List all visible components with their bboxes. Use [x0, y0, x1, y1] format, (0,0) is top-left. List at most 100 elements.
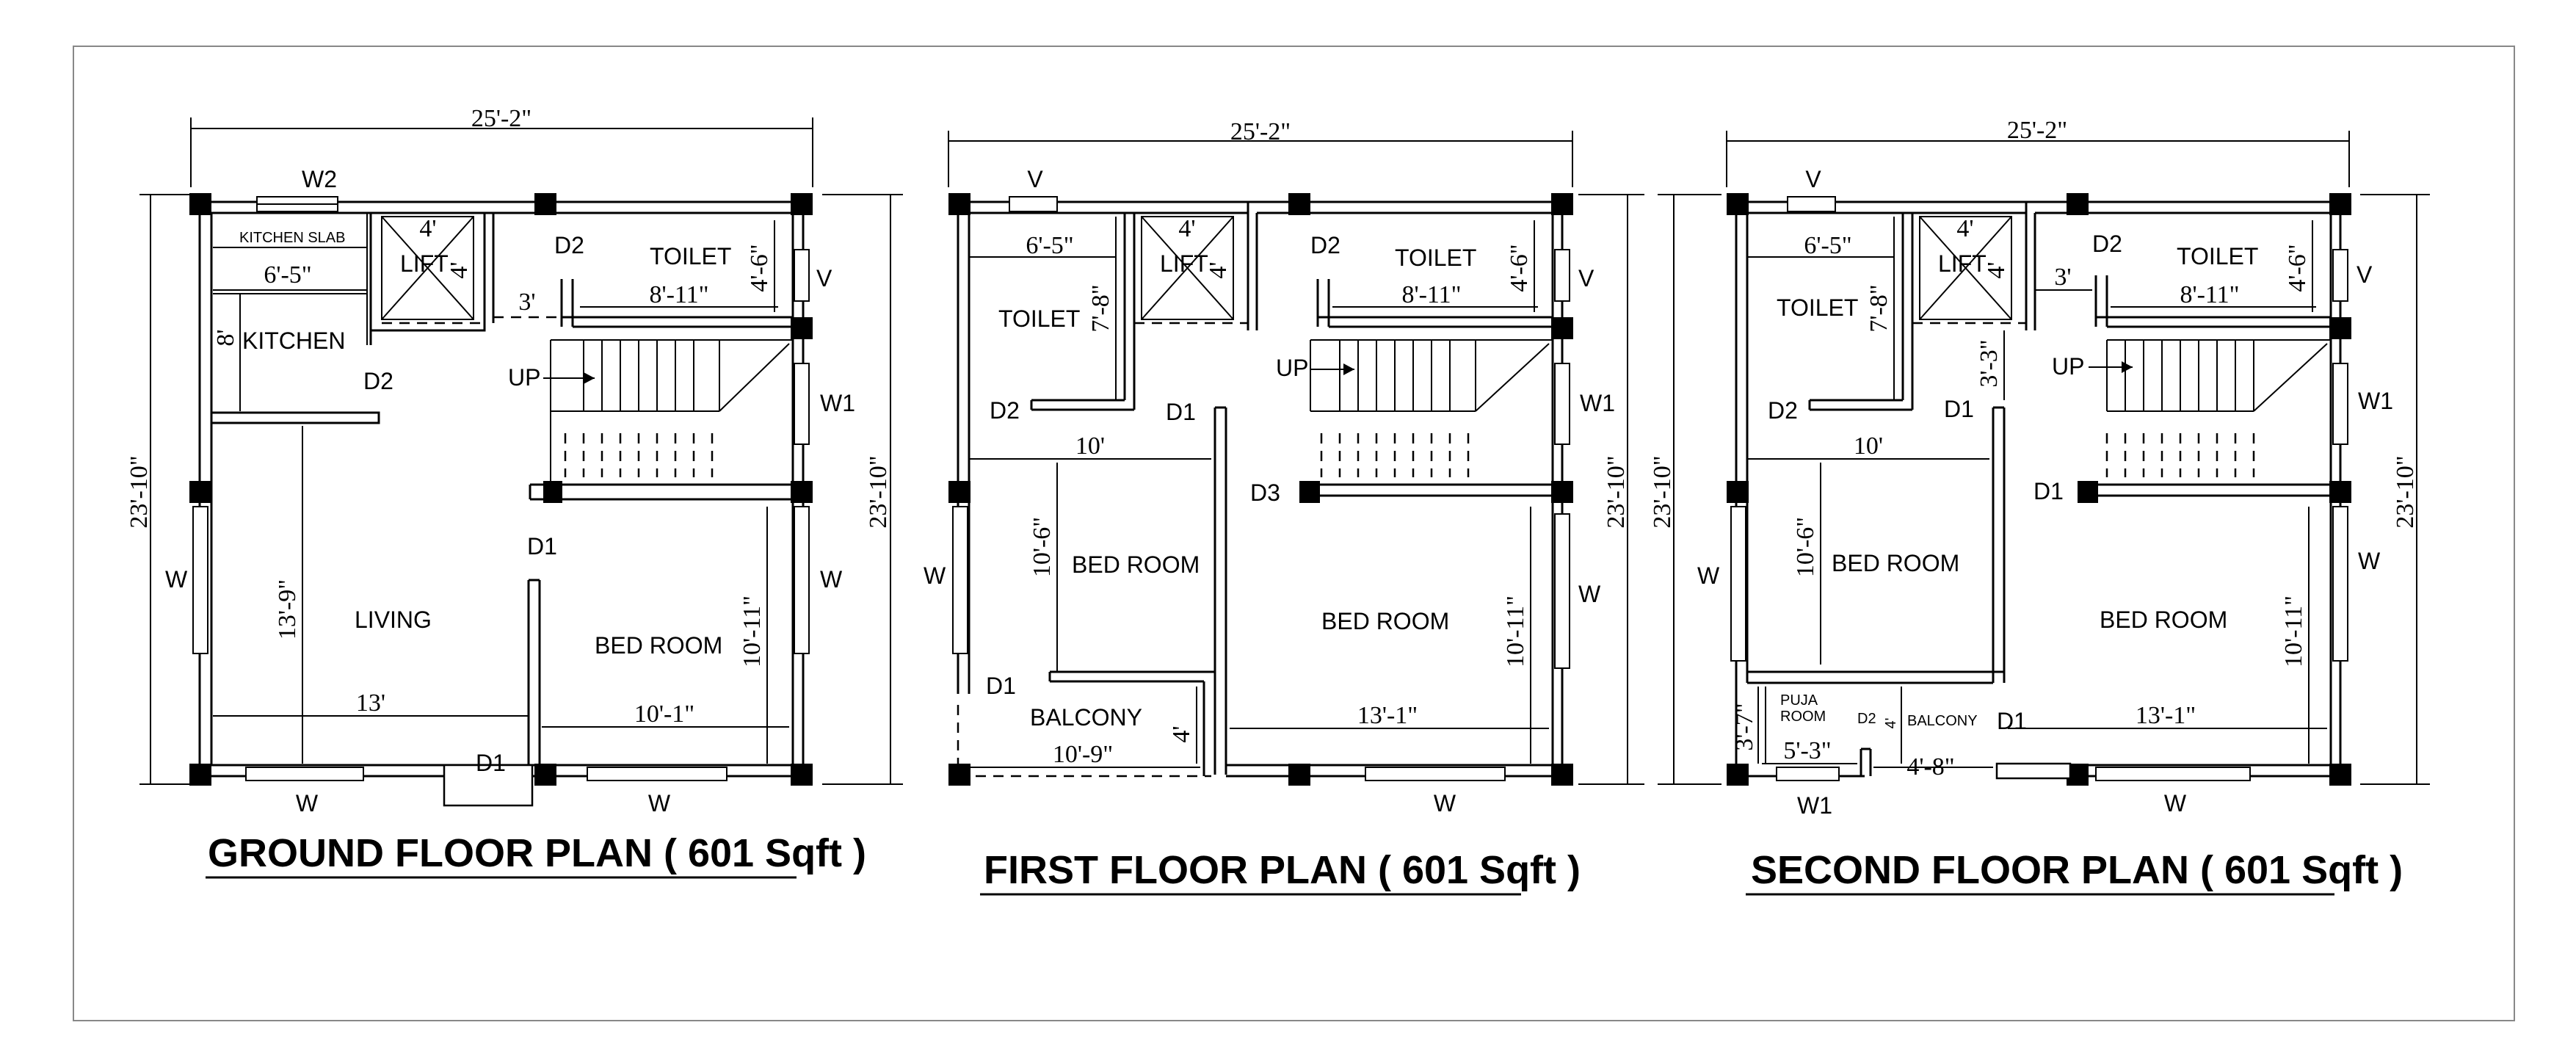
second-window-v-top: V [1805, 166, 1821, 192]
second-floor-plan: 25'-2" 23'-10" 23'-10" [1649, 117, 2430, 896]
second-dim-7-8: 7'-8" [1865, 284, 1893, 332]
second-dim-10-6: 10'-6" [1792, 517, 1819, 577]
second-dim-8-11: 8'-11" [2180, 281, 2239, 308]
first-dim-10: 10' [1075, 432, 1105, 460]
first-door-d1-bedroom-left: D1 [1166, 399, 1196, 425]
second-dim-13-1: 13'-1" [2136, 702, 2196, 729]
first-dim-10-6: 10'-6" [1028, 517, 1056, 577]
first-window-w1: W1 [1580, 390, 1615, 416]
first-dim-4: 4' [1168, 725, 1195, 742]
second-floor-title: SECOND FLOOR PLAN ( 601 Sqft ) [1751, 848, 2403, 892]
ground-floor-plan: 25'-2" 23'-10" 23'-10" W2 KITCH [126, 105, 903, 879]
second-door-d1-balcony: D1 [1997, 708, 2027, 734]
second-stair-up: UP [2052, 353, 2084, 380]
second-window-w-left: W [1697, 562, 1720, 589]
second-dim-3-7: 3'-7" [1731, 703, 1758, 750]
second-dim-4-8: 4'-8" [1906, 753, 1954, 781]
ground-floor-title: GROUND FLOOR PLAN ( 601 Sqft ) [208, 831, 866, 875]
second-window-w-bottom: W [2164, 790, 2187, 816]
first-height-dim-right: 23'-10" [1603, 455, 1630, 528]
ground-window-w-left: W [165, 566, 188, 593]
first-window-w-right: W [1578, 581, 1601, 607]
second-dim-10: 10' [1854, 432, 1883, 460]
lift-height-dim: 4' [446, 261, 473, 278]
second-lift-label: LIFT [1938, 250, 1987, 277]
first-lift-height-dim: 4' [1205, 261, 1232, 278]
second-height-dim-left: 23'-10" [1649, 455, 1676, 528]
ground-dim-10-1: 10'-1" [634, 700, 694, 728]
ground-window-w-bottom-left: W [296, 790, 319, 816]
ground-window-v: V [816, 265, 832, 291]
second-window-v-right: V [2357, 261, 2373, 288]
ground-window-w-bottom-right: W [648, 790, 671, 816]
ground-dim-6-5: 6'-5" [264, 261, 311, 289]
ground-height-dim-left: 23'-10" [126, 455, 153, 528]
sheet-border [73, 46, 2515, 1021]
first-toilet-left: TOILET [998, 305, 1080, 332]
second-window-w-right: W [2358, 548, 2381, 574]
first-door-d3: D3 [1250, 479, 1280, 506]
ground-dim-4-6: 4'-6" [746, 244, 773, 291]
first-dim-13-1: 13'-1" [1357, 702, 1418, 729]
ground-door-d2-toilet: D2 [554, 232, 584, 258]
first-lift-width-dim: 4' [1178, 215, 1195, 242]
ground-dim-13: 13' [356, 689, 385, 717]
first-window-w-left: W [924, 562, 946, 589]
lift-label: LIFT [400, 250, 449, 277]
ground-window-w1: W1 [820, 390, 855, 416]
ground-dim-13-9: 13'-9" [274, 579, 301, 640]
first-door-d2-toilet-right: D2 [1310, 232, 1340, 258]
kitchen-slab-label: KITCHEN SLAB [239, 230, 345, 246]
second-door-d1-bedroom-left: D1 [1944, 396, 1974, 422]
first-stair-up: UP [1276, 355, 1308, 381]
first-door-d1-balcony: D1 [986, 673, 1016, 699]
first-window-v-right: V [1578, 265, 1594, 291]
first-toilet-right: TOILET [1395, 245, 1476, 271]
second-bedroom-left: BED ROOM [1832, 550, 1959, 576]
ground-height-dim-right: 23'-10" [865, 455, 892, 528]
ground-dim-3: 3' [518, 289, 535, 316]
second-dim-3-3: 3'-3" [1975, 339, 2003, 387]
ground-dim-10-11: 10'-11" [739, 595, 766, 667]
ground-dim-8-11: 8'-11" [649, 281, 708, 308]
second-width-dim: 25'-2" [2007, 117, 2067, 144]
window-w2-label: W2 [302, 166, 337, 192]
ground-stair-up: UP [508, 364, 540, 391]
ground-window-w-right: W [820, 566, 843, 593]
second-puja-label-2: ROOM [1780, 709, 1826, 725]
first-dim-10-9: 10'-9" [1053, 741, 1113, 768]
first-bedroom-right: BED ROOM [1321, 608, 1449, 634]
second-door-d2-toilet-right: D2 [2092, 231, 2122, 257]
first-window-w-bottom: W [1434, 790, 1456, 816]
ground-toilet-label: TOILET [650, 243, 731, 269]
first-dim-6-5: 6'-5" [1026, 232, 1073, 259]
second-dim-5-3: 5'-3" [1783, 737, 1831, 764]
second-lift-height-dim: 4' [1983, 261, 2010, 278]
second-dim-4-6: 4'-6" [2284, 244, 2311, 291]
second-toilet-right: TOILET [2177, 243, 2258, 269]
first-floor-plan: 25'-2" 23'-10" V [924, 118, 1644, 896]
ground-door-d1-bedroom: D1 [527, 533, 557, 560]
ground-door-d1-entry: D1 [476, 750, 506, 776]
first-window-v-top: V [1027, 166, 1043, 192]
second-puja-label-1: PUJA [1780, 692, 1818, 709]
second-window-w1: W1 [2358, 388, 2393, 414]
second-door-d2-toilet-left: D2 [1768, 397, 1798, 424]
first-balcony-label: BALCONY [1030, 704, 1142, 731]
second-door-d2-puja: D2 [1857, 711, 1876, 727]
second-dim-10-11: 10'-11" [2280, 595, 2307, 667]
first-dim-8-11: 8'-11" [1401, 281, 1461, 308]
second-window-w1-bottom: W1 [1797, 792, 1832, 819]
first-door-d2-toilet-left: D2 [990, 397, 1020, 424]
second-lift-width-dim: 4' [1956, 215, 1973, 242]
living-label: LIVING [355, 606, 432, 633]
second-balcony-label: BALCONY [1907, 713, 1978, 729]
second-door-d1-bedroom-right: D1 [2033, 478, 2064, 504]
second-dim-6-5: 6'-5" [1804, 232, 1851, 259]
ground-dim-8: 8' [212, 329, 239, 346]
lift-width-dim: 4' [419, 215, 436, 242]
first-width-dim: 25'-2" [1230, 118, 1291, 145]
second-bedroom-right: BED ROOM [2100, 606, 2227, 633]
kitchen-label: KITCHEN [242, 327, 345, 354]
